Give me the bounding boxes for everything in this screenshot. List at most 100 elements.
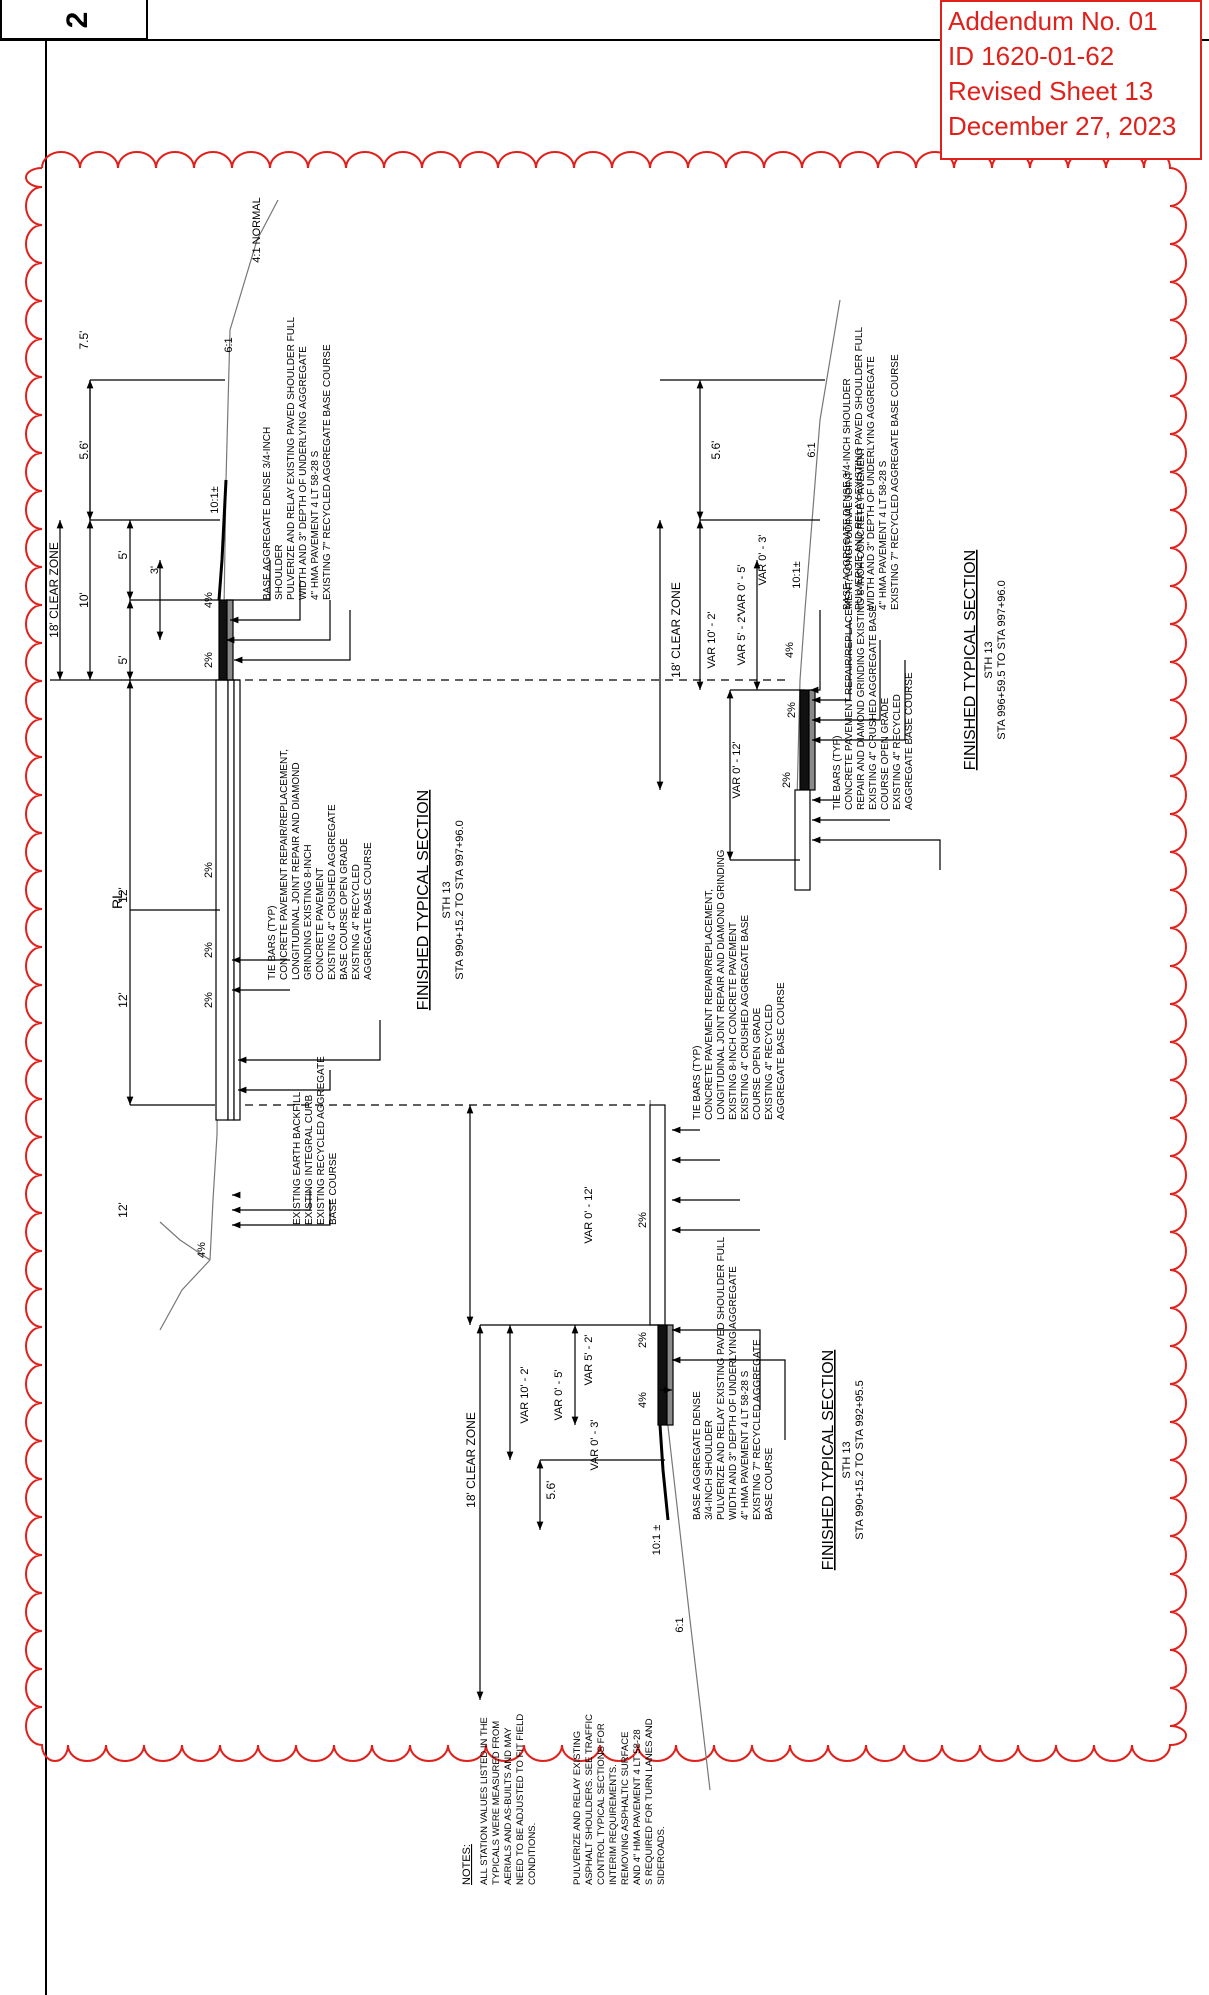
addendum-line-2: ID 1620-01-62 xyxy=(948,41,1115,71)
main-callout-center-5: CONCRETE PAVEMENT xyxy=(315,868,326,980)
notes-line-b-3: CONTROL TYPICAL SECTIONS FOR xyxy=(596,1723,607,1885)
main-clear-zone: 18' CLEAR ZONE xyxy=(47,542,61,638)
notes-line-b-2: ASPHALT SHOULDERS. SEE TRAFFIC xyxy=(584,1714,595,1885)
right-leader-3 xyxy=(812,640,881,724)
notes-line-a-5: CONDITIONS. xyxy=(527,1823,538,1885)
addendum-line-4: December 27, 2023 xyxy=(948,111,1177,141)
right-callout-low-2: CONCRETE PAVEMENT REPAIR/REPLACEMENT, LO… xyxy=(844,471,855,810)
right-slope-3: 4% xyxy=(784,642,796,658)
right-leader-7 xyxy=(812,836,941,870)
main-typical-section xyxy=(50,199,790,1331)
right-grade-line xyxy=(796,299,841,801)
main-callout-left-4: BASE COURSE xyxy=(328,1152,339,1225)
lower-callout-top-1: TIE BARS (TYP) xyxy=(692,1046,703,1120)
main-callout-right-5: 4" HMA PAVEMENT 4 LT 58-28 S xyxy=(310,450,321,600)
lower-slope-2: 2% xyxy=(637,1332,649,1348)
notes-line-a-1: ALL STATION VALUES LISTED IN THE xyxy=(479,1717,490,1885)
notes-line-b-5: REMOVING ASPHALTIC SURFACE xyxy=(620,1732,631,1885)
lower-slope-1: 2% xyxy=(637,1212,649,1228)
lower-callout-bottom-4: WIDTH AND 3" DEPTH OF UNDERLYING AGGREGA… xyxy=(728,1266,739,1520)
right-dim-var-0-5: VAR 0' - 5' xyxy=(736,564,748,615)
main-dim-12-c: 12' xyxy=(116,1202,130,1218)
lower-concrete-slab xyxy=(649,1104,666,1326)
main-dim-10: 10' xyxy=(77,592,91,608)
main-ditch-left xyxy=(159,1259,211,1331)
main-slope-5: 4% xyxy=(203,592,215,608)
lower-shoulder-taper xyxy=(658,1424,670,1521)
notes-line-a-2: TYPICALS WERE MEASURED FROM xyxy=(491,1721,502,1885)
addendum-line-1: Addendum No. 01 xyxy=(948,6,1158,36)
main-callout-right-3: PULVERIZE AND RELAY EXISTING PAVED SHOUL… xyxy=(286,317,297,600)
main-callout-center-8: EXISTING 4" RECYCLED xyxy=(351,864,362,980)
right-stations: STA 996+59.5 TO STA 997+96.0 xyxy=(996,580,1008,739)
lower-section-title: FINISHED TYPICAL SECTION xyxy=(820,1350,837,1570)
lower-callout-top-5: EXISTING 4" CRUSHED AGGREGATE BASE xyxy=(740,915,751,1120)
lower-callout-bottom-5: 4" HMA PAVEMENT 4 LT 58-28 S xyxy=(740,1370,751,1520)
main-slope-2: 2% xyxy=(203,862,215,878)
notes-line-a-4: NEED TO BE ADJUSTED TO FIT FIELD xyxy=(515,1714,526,1885)
addendum-line-3: Revised Sheet 13 xyxy=(948,76,1154,106)
lower-callout-top-3: LONGITUDINAL JOINT REPAIR AND DIAMOND GR… xyxy=(716,849,727,1120)
main-callout-left-3: EXISTING RECYCLED AGGREGATE xyxy=(316,1056,327,1225)
lower-dim-5-6: 5.6' xyxy=(544,1481,558,1500)
lower-dim-var-0-5: VAR 0' - 5' xyxy=(553,1369,565,1420)
lower-shoulder-agg xyxy=(666,1324,674,1426)
lower-callout-top-4: EXISTING 8-INCH CONCRETE PAVEMENT xyxy=(728,922,739,1120)
right-ratio-6-1: 6:1 xyxy=(806,442,818,457)
lower-ratio-6-1: 6:1 xyxy=(674,1617,686,1632)
lower-dim-var-0-3: VAR 0' - 3' xyxy=(589,1419,601,1470)
lower-shoulder-hma xyxy=(657,1324,668,1426)
main-ratio-10-1: 10:1± xyxy=(209,486,221,513)
lower-dim-var-12: VAR 0' - 12' xyxy=(583,1186,595,1243)
notes-line-a-3: AERIALS AND AS-BUILTS AND MAY xyxy=(503,1727,514,1885)
right-leader-1 xyxy=(810,610,821,694)
lower-callout-bottom-3: PULVERIZE AND RELAY EXISTING PAVED SHOUL… xyxy=(716,1237,727,1520)
right-leader-4 xyxy=(812,660,906,744)
main-callout-center-4: GRINDING EXISTING 8-INCH xyxy=(303,844,314,980)
main-dim-12-a: 12' xyxy=(116,992,130,1008)
right-ratio-10-1: 10:1± xyxy=(791,561,803,588)
main-callout-right-4: WIDTH AND 3" DEPTH OF UNDERLYING AGGREGA… xyxy=(298,346,309,600)
main-ratio-6-1: 6:1 xyxy=(223,337,235,352)
addendum-box: Addendum No. 01 ID 1620-01-62 Revised Sh… xyxy=(940,0,1202,160)
lower-callout-bottom-2: 3/4-INCH SHOULDER xyxy=(704,1420,715,1520)
main-leader-3 xyxy=(226,600,331,644)
main-route: STH 13 xyxy=(441,881,453,918)
main-shoulder-taper xyxy=(217,479,228,601)
lower-route: STH 13 xyxy=(841,1441,853,1478)
right-typical-section xyxy=(656,299,941,891)
main-leader-8 xyxy=(238,1020,381,1064)
main-callout-center-6: EXISTING 4" CRUSHED AGGREGATE xyxy=(327,804,338,980)
right-callout-low-5: COURSE OPEN GRADE xyxy=(880,697,891,810)
main-callout-center-9: AGGREGATE BASE COURSE xyxy=(363,842,374,980)
right-callout-low-1: TIE BARS (TYP) xyxy=(832,736,843,810)
main-slope-6: 4% xyxy=(196,1242,208,1258)
lower-dim-var-10-2: VAR 10' - 2' xyxy=(519,1366,531,1423)
main-dim-12-b: 12' xyxy=(116,887,130,903)
main-callout-right-1: BASE AGGREGATE DENSE 3/4-INCH xyxy=(262,427,273,600)
notes-line-b-4: INTERIM REQUIREMENTS. xyxy=(608,1764,619,1885)
right-callout-low-4: EXISTING 4" CRUSHED AGGREGATE BASE xyxy=(868,605,879,810)
main-dim-3: 3' xyxy=(149,566,161,574)
main-leader-1 xyxy=(226,560,271,601)
right-dim-var-5-2: VAR 5' - 2' xyxy=(736,614,748,665)
main-leader-4 xyxy=(234,610,351,664)
main-stations: STA 990+15.2 TO STA 997+96.0 xyxy=(454,820,466,979)
main-dim-5-a: 5' xyxy=(116,656,130,665)
right-clear-zone: 18' CLEAR ZONE xyxy=(669,582,683,678)
main-section-title: FINISHED TYPICAL SECTION xyxy=(415,790,432,1010)
lower-leader-5 xyxy=(672,1326,761,1410)
lower-callout-top-6: COURSE OPEN GRADE xyxy=(752,1007,763,1120)
right-concrete-slab xyxy=(794,789,811,891)
main-callout-center-2: CONCRETE PAVEMENT REPAIR/REPLACEMENT, xyxy=(279,749,290,980)
main-slope-1: 2% xyxy=(203,942,215,958)
lower-typical-section xyxy=(466,1099,786,1791)
notes-title: NOTES: xyxy=(461,1844,473,1885)
lower-callout-top-8: AGGREGATE BASE COURSE xyxy=(776,982,787,1120)
revision-cloud xyxy=(25,151,1187,1762)
notes-line-b-1: PULVERIZE AND RELAY EXISTING xyxy=(572,1731,583,1885)
main-slope-3: 2% xyxy=(203,992,215,1008)
main-callout-center-7: BASE COURSE OPEN GRADE xyxy=(339,838,350,980)
lower-callout-top-7: EXISTING 4" RECYCLED xyxy=(764,1004,775,1120)
